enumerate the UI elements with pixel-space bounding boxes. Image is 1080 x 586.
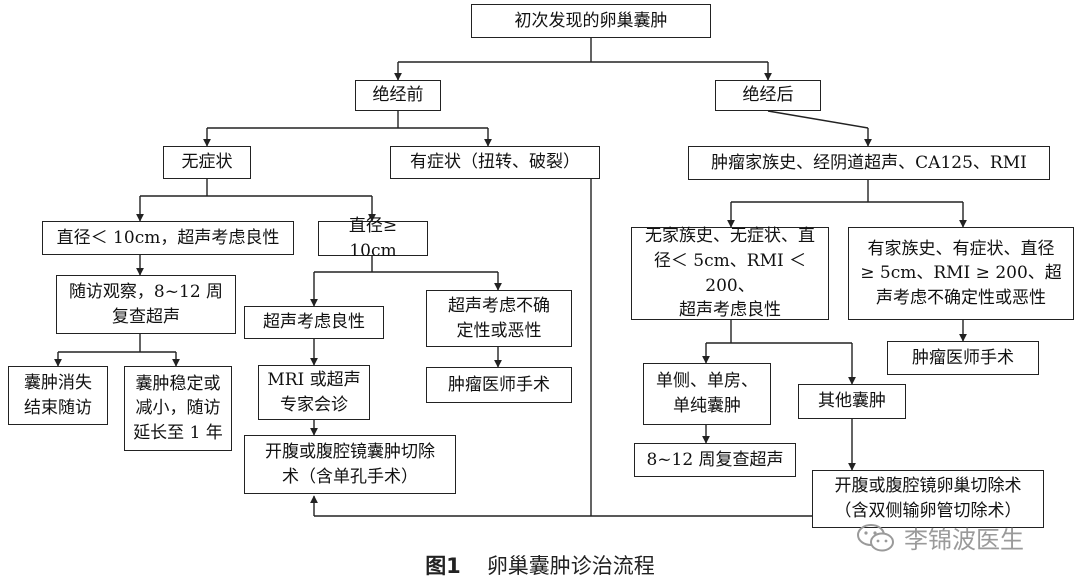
figure-caption: 图1 卵巢囊肿诊治流程: [0, 550, 1080, 580]
node-diameter-over-10cm: 直径≥ 10cm: [318, 216, 428, 261]
node-diameter-under-10cm: 直径＜ 10cm，超声考虑良性: [42, 221, 294, 255]
node-us-uncertain: 超声考虑不确 定性或恶性: [426, 290, 572, 347]
node-evaluation: 肿瘤家族史、经阴道超声、CA125、RMI: [688, 146, 1050, 180]
watermark-text: 李锦波医生: [904, 526, 1024, 554]
node-initial-cyst: 初次发现的卵巢囊肿: [471, 4, 711, 38]
node-cyst-resolved: 囊肿消失 结束随访: [8, 366, 108, 425]
node-oncology-surgery-right: 肿瘤医师手术: [887, 341, 1039, 375]
node-follow-up: 随访观察，8~12 周 复查超声: [56, 275, 236, 334]
wechat-icon: [857, 523, 894, 551]
node-us-benign: 超声考虑良性: [244, 306, 384, 339]
figure-title: 卵巢囊肿诊治流程: [486, 554, 655, 578]
node-laparoscopic-oophorectomy: 开腹或腹腔镜卵巢切除术 （含双侧输卵管切除术）: [812, 470, 1044, 528]
node-mri-consult: MRI 或超声 专家会诊: [258, 365, 370, 420]
node-other-cyst: 其他囊肿: [798, 384, 906, 419]
figure-number: 图1: [425, 554, 461, 578]
node-premenopause: 绝经前: [355, 80, 441, 111]
node-high-risk: 有家族史、有症状、直径 ≥ 5cm、RMI ≥ 200、超 声考虑不确定性或恶性: [848, 227, 1074, 320]
node-laparoscopic-cystectomy: 开腹或腹腔镜囊肿切除 术（含单孔手术）: [244, 435, 456, 494]
node-low-risk: 无家族史、无症状、直 径＜ 5cm、RMI ＜ 200、 超声考虑良性: [631, 226, 829, 320]
node-asymptomatic: 无症状: [163, 146, 251, 179]
node-symptomatic: 有症状（扭转、破裂）: [390, 146, 600, 179]
node-cyst-stable: 囊肿稳定或 减小，随访 延长至 1 年: [124, 366, 232, 451]
node-oncology-surgery-left: 肿瘤医师手术: [426, 367, 572, 403]
node-recheck-us: 8~12 周复查超声: [634, 443, 796, 477]
watermark: 李锦波医生: [856, 520, 1024, 555]
node-postmenopause: 绝经后: [715, 80, 821, 111]
node-simple-cyst: 单侧、单房、 单纯囊肿: [643, 363, 771, 425]
